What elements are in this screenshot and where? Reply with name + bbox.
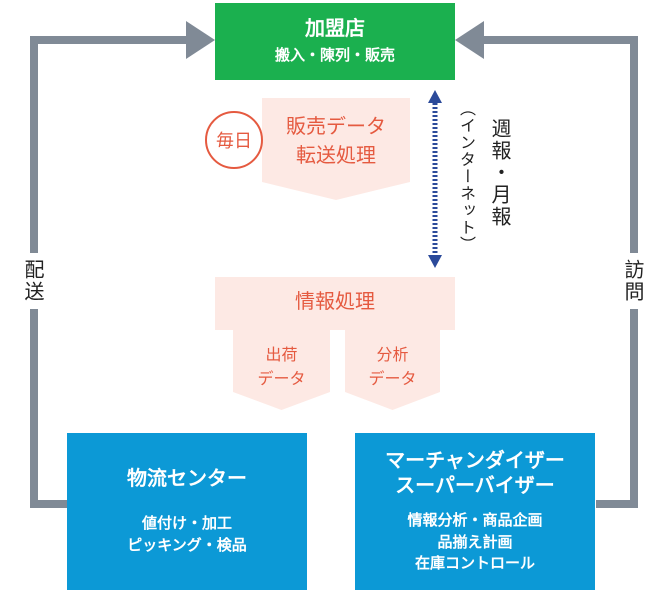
merchandiser-sub3: 在庫コントロール (414, 554, 535, 573)
right-arrowhead (455, 21, 484, 59)
daily-badge: 毎日 (205, 111, 263, 169)
shipping-data-chevron (233, 330, 330, 410)
sales-transfer-chevron (262, 98, 410, 200)
analysis-data-line1: 分析 (376, 345, 409, 364)
shipping-data-line2: データ (257, 369, 306, 388)
sales-transfer-text: 販売データ 転送処理 (262, 112, 410, 170)
shipping-data-text: 出荷 データ (233, 343, 330, 391)
network-arrowhead-up (428, 90, 442, 103)
analysis-data-chevron (345, 330, 440, 410)
report-label: 週報・月報 (488, 118, 512, 228)
franchise-store-sub: 搬入・陳列・販売 (274, 46, 395, 65)
info-processing-title: 情報処理 (295, 289, 375, 313)
info-processing-block (215, 277, 455, 330)
left-arrowhead (186, 21, 215, 59)
franchise-store-box: 加盟店 搬入・陳列・販売 (215, 3, 455, 80)
delivery-label: 配送 (21, 253, 45, 309)
logistics-center-sub1: 値付け・加工 (141, 514, 232, 533)
merchandiser-sub2: 品揃え計画 (437, 532, 513, 551)
sales-transfer-line1: 販売データ (286, 114, 386, 138)
merchandiser-title2: スーパーバイザー (395, 472, 555, 497)
merchandiser-sub1: 情報分析・商品企画 (407, 510, 543, 529)
logistics-center-sub2: ピッキング・検品 (127, 536, 247, 554)
logistics-center-title: 物流センター (127, 466, 247, 491)
visit-label: 訪問 (621, 253, 645, 309)
merchandiser-title1: マーチャンダイザー (385, 447, 565, 472)
merchandiser-box: マーチャンダイザー スーパーバイザー 情報分析・商品企画 品揃え計画 在庫コント… (355, 433, 595, 590)
analysis-data-text: 分析 データ (345, 343, 440, 391)
report-sub-label: （インターネット） (457, 100, 476, 253)
shipping-data-line1: 出荷 (265, 345, 298, 364)
franchise-store-title: 加盟店 (305, 16, 365, 41)
network-arrowhead-down (428, 255, 442, 268)
logistics-center-box: 物流センター 値付け・加工 ピッキング・検品 (67, 433, 307, 590)
sales-transfer-line2: 転送処理 (296, 143, 376, 167)
analysis-data-line2: データ (368, 369, 417, 388)
